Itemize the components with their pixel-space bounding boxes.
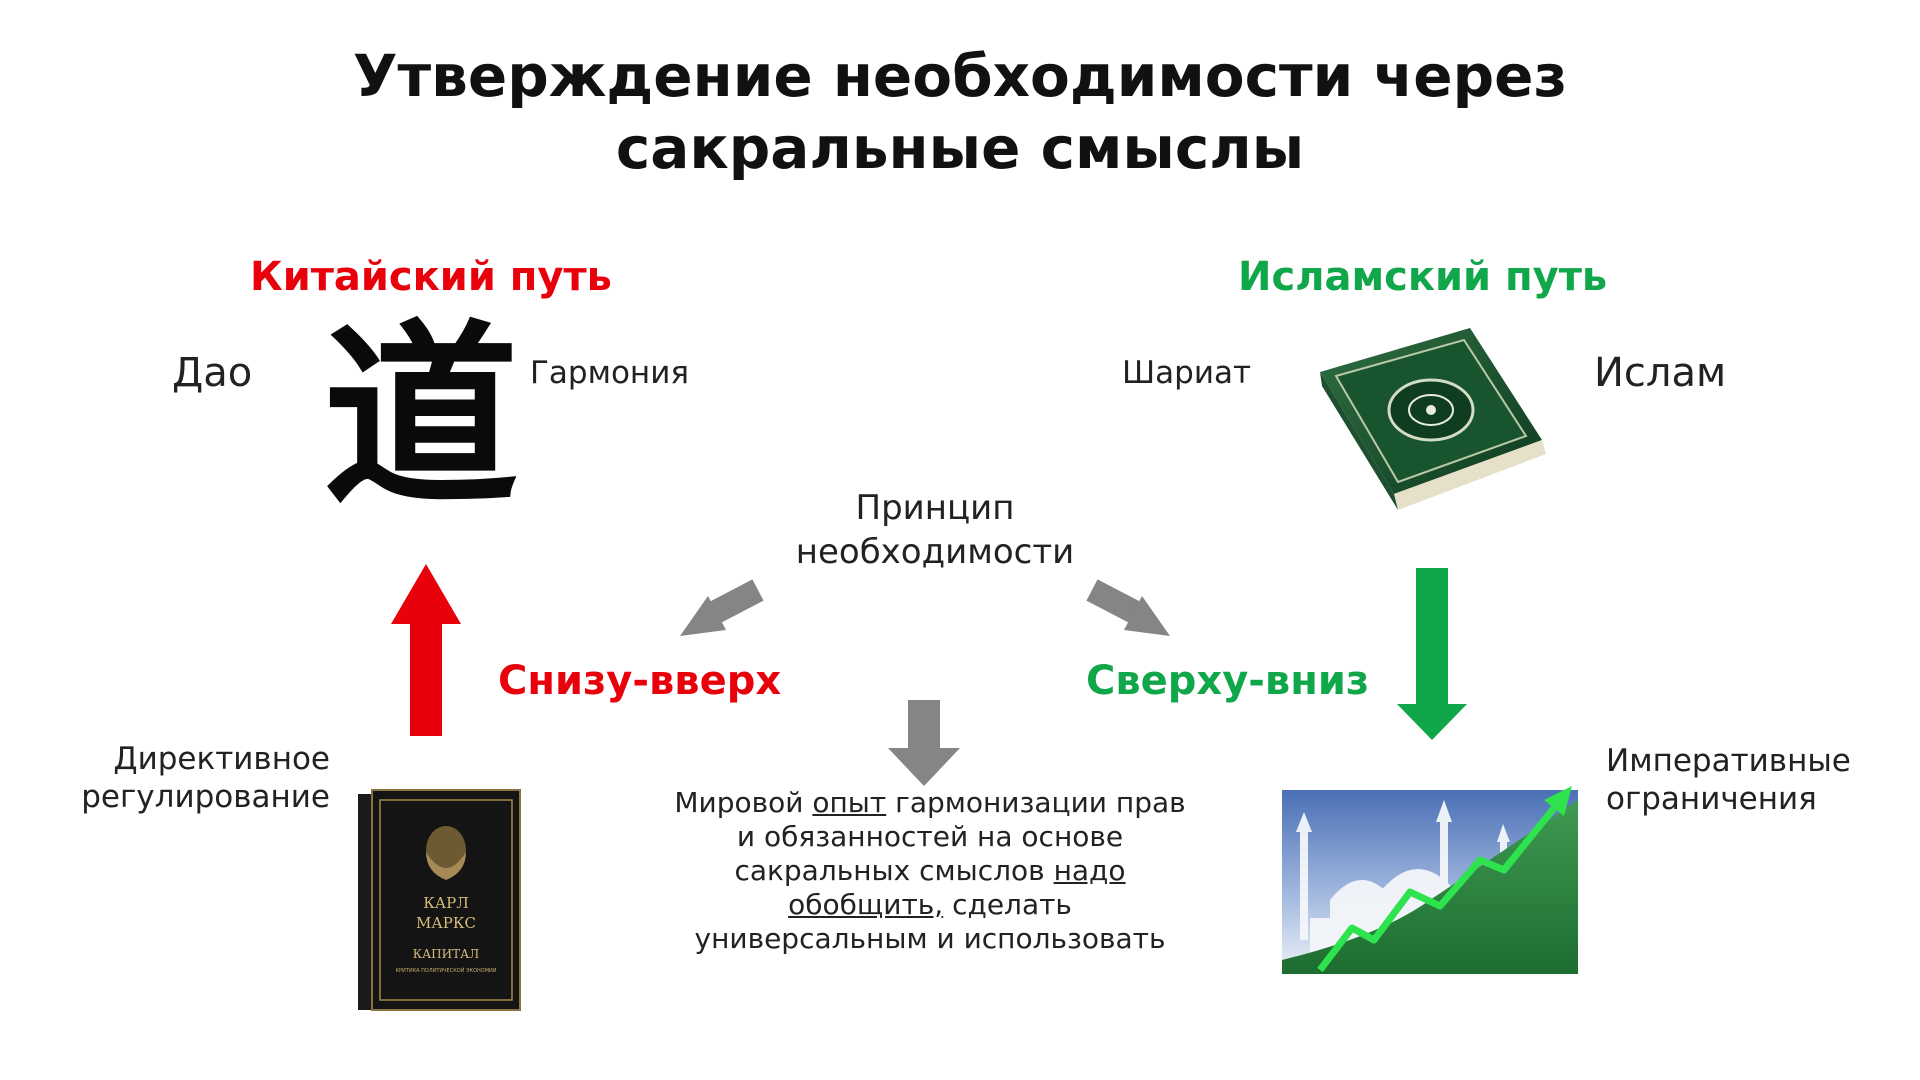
gray-arrow-head <box>680 596 726 636</box>
book-title: КАПИТАЛ <box>413 947 479 961</box>
paragraph-line-2: и обязанностей на основе <box>736 820 1124 853</box>
book-author-line-2: МАРКС <box>416 914 476 932</box>
text-part: сделать <box>943 888 1072 921</box>
gray-arrow-head <box>888 748 960 786</box>
top-down-label: Сверху-вниз <box>1086 658 1370 704</box>
imperative-limits-label: Императивные ограничения <box>1606 742 1851 818</box>
bottom-up-label: Снизу-вверх <box>498 658 782 704</box>
dao-label: Дао <box>172 350 253 396</box>
principle-line-2: необходимости <box>795 532 1075 572</box>
quran-book-icon <box>1320 328 1546 510</box>
dao-character-icon: 道 <box>322 302 519 532</box>
green-arrow-head <box>1397 704 1467 740</box>
harmony-label: Гармония <box>530 355 689 391</box>
underlined-generalize: обобщить, <box>788 888 944 921</box>
green-down-arrow <box>1397 568 1467 740</box>
directive-line-1: Директивное <box>113 741 330 777</box>
sharia-label: Шариат <box>1122 355 1252 391</box>
gray-arrow-down-left <box>680 579 764 636</box>
gray-arrow-shaft <box>706 579 764 625</box>
center-paragraph: Мировой опыт гармонизации прав и обязанн… <box>650 786 1210 956</box>
book-author-line-1: КАРЛ <box>423 894 469 912</box>
islam-label: Ислам <box>1594 350 1727 396</box>
green-arrow-shaft <box>1416 568 1448 708</box>
directive-line-2: регулирование <box>81 779 330 815</box>
gray-arrow-down-right <box>1086 579 1170 636</box>
book-subtitle: КРИТИКА ПОЛИТИЧЕСКОЙ ЭКОНОМИИ <box>395 967 496 974</box>
red-arrow-shaft <box>410 620 442 736</box>
underlined-need: надо <box>1053 854 1126 887</box>
gray-arrow-down <box>888 700 960 786</box>
text-part: гармонизации прав <box>886 786 1186 819</box>
paragraph-line-3: сакральных смыслов надо <box>650 854 1210 888</box>
principle-label: Принцип необходимости <box>730 486 1140 574</box>
principle-line-1: Принцип <box>855 488 1015 528</box>
gray-arrow-head <box>1124 596 1170 636</box>
paragraph-line-5: универсальным и использовать <box>694 922 1166 955</box>
china-heading: Китайский путь <box>250 254 612 300</box>
title-line-1: Утверждение необходимости через <box>352 42 1568 110</box>
gray-arrow-shaft <box>1086 579 1144 625</box>
title-line-2: сакральные смыслы <box>615 114 1305 182</box>
text-part: сакральных смыслов <box>734 854 1054 887</box>
directive-regulation-label: Директивное регулирование <box>0 740 330 816</box>
red-up-arrow <box>391 564 461 736</box>
mosque-growth-chart-icon <box>1282 786 1578 974</box>
capital-book-icon: КАРЛ МАРКС КАПИТАЛ КРИТИКА ПОЛИТИЧЕСКОЙ … <box>358 789 521 1011</box>
underlined-experience: опыт <box>812 786 887 819</box>
gray-arrow-shaft <box>908 700 940 752</box>
islam-heading: Исламский путь <box>1238 254 1608 300</box>
imperative-line-2: ограничения <box>1606 781 1817 817</box>
text-part: Мировой <box>674 786 813 819</box>
imperative-line-1: Императивные <box>1606 743 1851 779</box>
page-title: Утверждение необходимости через сакральн… <box>0 40 1920 184</box>
red-arrow-head <box>391 564 461 624</box>
paragraph-line-1: Мировой опыт гармонизации прав <box>650 786 1210 820</box>
paragraph-line-4: обобщить, сделать <box>650 888 1210 922</box>
